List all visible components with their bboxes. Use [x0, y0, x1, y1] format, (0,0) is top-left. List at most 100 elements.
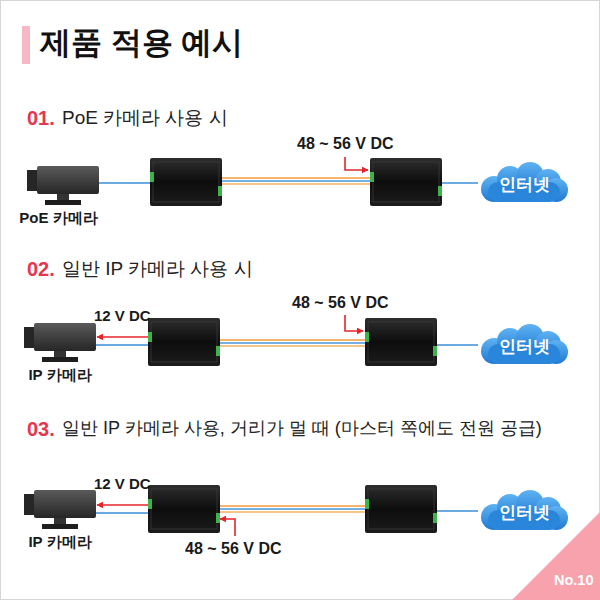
converter-box	[370, 158, 442, 206]
terminal	[148, 332, 152, 342]
camera: IP 카메라	[24, 490, 96, 552]
section-number: 01.	[27, 106, 55, 130]
power-leader	[345, 315, 363, 331]
converter-box	[148, 318, 220, 366]
box-shape	[365, 485, 437, 533]
page-number: No.10	[554, 572, 594, 589]
power-arrow	[97, 505, 148, 506]
camera-base	[42, 357, 78, 362]
converter-box	[148, 485, 220, 533]
internet-cloud: 인터넷	[478, 162, 570, 204]
converter-box	[150, 158, 222, 206]
camera-icon	[18, 166, 99, 206]
network-cable	[437, 511, 478, 512]
connector-line	[222, 177, 370, 178]
camera-stand	[54, 518, 66, 524]
voltage-label: 12 V DC	[94, 475, 151, 493]
cloud-label: 인터넷	[499, 498, 550, 524]
cloud-label: 인터넷	[499, 170, 550, 196]
camera-body	[34, 323, 96, 351]
section-number: 03.	[27, 417, 55, 441]
terminal	[365, 499, 369, 509]
connector-line	[220, 508, 365, 509]
box-body	[150, 158, 222, 206]
internet-cloud: 인터넷	[478, 324, 570, 366]
power-leader	[220, 519, 235, 536]
connector-line	[220, 339, 365, 340]
network-cable	[99, 183, 150, 184]
terminal	[216, 513, 220, 523]
box-panel	[373, 162, 439, 202]
section-heading: PoE 카메라 사용 시	[62, 107, 228, 130]
voltage-label: 12 V DC	[94, 307, 151, 325]
connector-line	[220, 505, 365, 506]
camera-stand	[54, 351, 66, 357]
network-cable	[96, 513, 148, 514]
box-panel	[151, 489, 217, 529]
connector-line	[442, 182, 478, 184]
converter-box	[365, 485, 437, 533]
connector-line	[97, 504, 148, 506]
connector-line	[99, 182, 150, 184]
power-leader	[345, 157, 368, 170]
network-cable	[96, 345, 148, 346]
section-number: 02.	[27, 257, 55, 281]
power-arrow	[97, 337, 148, 338]
camera-stand	[57, 194, 69, 200]
fiber-cable	[220, 340, 365, 346]
box-panel	[368, 489, 434, 529]
cloud-label: 인터넷	[499, 332, 550, 358]
box-panel	[151, 322, 217, 362]
internet-cloud: 인터넷	[478, 490, 570, 532]
terminal	[216, 346, 220, 356]
box-body	[148, 485, 220, 533]
network-cable	[442, 183, 478, 184]
box-shape	[150, 158, 222, 206]
terminal	[438, 186, 442, 196]
terminal	[365, 332, 369, 342]
camera: PoE 카메라	[18, 166, 99, 228]
box-body	[365, 318, 437, 366]
box-body	[365, 485, 437, 533]
camera-body	[37, 166, 99, 194]
terminal	[433, 513, 437, 523]
terminal	[433, 346, 437, 356]
network-cable	[437, 345, 478, 346]
converter-box	[365, 318, 437, 366]
camera-base	[42, 524, 78, 529]
camera-label: PoE 카메라	[19, 209, 97, 228]
camera-label: IP 카메라	[28, 533, 91, 552]
connector-line	[437, 344, 478, 346]
power-label: 48 ~ 56 V DC	[292, 293, 389, 312]
camera-base	[45, 200, 81, 205]
camera-icon	[24, 490, 96, 530]
fiber-cable	[220, 506, 365, 512]
section-heading: 일반 IP 카메라 사용 시	[62, 258, 253, 281]
power-label: 48 ~ 56 V DC	[297, 134, 394, 153]
box-panel	[153, 162, 219, 202]
terminal	[148, 499, 152, 509]
connector-line	[222, 180, 370, 181]
box-shape	[365, 318, 437, 366]
camera-icon	[24, 323, 96, 363]
connector-line	[220, 511, 365, 512]
box-body	[148, 318, 220, 366]
box-panel	[368, 322, 434, 362]
fiber-cable	[222, 178, 370, 184]
power-label: 48 ~ 56 V DC	[185, 539, 282, 558]
connector-line	[96, 344, 148, 346]
box-shape	[370, 158, 442, 206]
connector-line	[220, 342, 365, 343]
camera-body	[34, 490, 96, 518]
connector-line	[96, 512, 148, 514]
camera-label: IP 카메라	[28, 366, 91, 385]
connector-line	[222, 183, 370, 184]
box-body	[370, 158, 442, 206]
page-title: 제품 적용 예시	[40, 24, 243, 61]
terminal	[218, 186, 222, 196]
box-shape	[148, 318, 220, 366]
connector-line	[220, 345, 365, 346]
connector-line	[437, 510, 478, 512]
box-shape	[148, 485, 220, 533]
